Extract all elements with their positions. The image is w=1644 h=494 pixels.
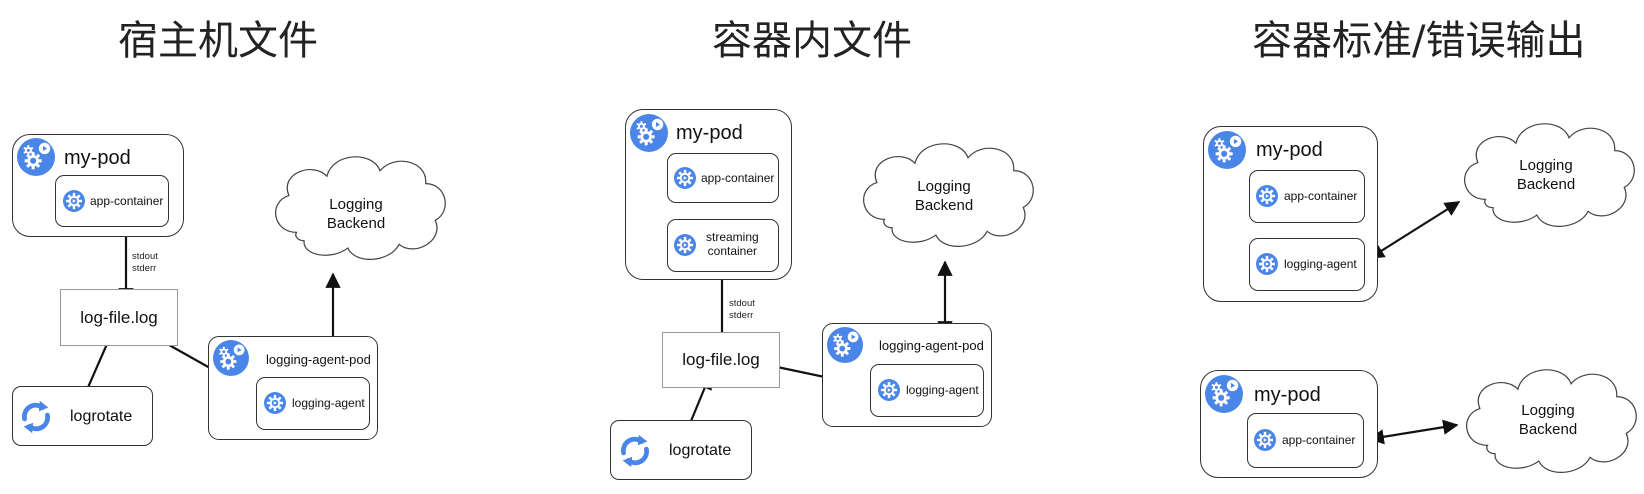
panel-title-container-file: 容器内文件 <box>712 18 912 64</box>
logging-backend-label: Logging Backend <box>1516 157 1576 193</box>
stdout-stderr-label: stdout stderr <box>132 251 158 274</box>
pod-label: my-pod <box>676 122 743 144</box>
logrotate-box <box>12 386 153 446</box>
refresh-icon <box>17 398 55 436</box>
pod-label: my-pod <box>1256 139 1323 161</box>
app-container-label: app-container <box>701 171 775 185</box>
pod-label: my-pod <box>64 147 131 169</box>
logging-backend-label: Logging Backend <box>914 178 974 214</box>
gear-icon <box>1256 253 1278 275</box>
gear-icon <box>63 190 85 212</box>
kubernetes-pod-icon <box>17 138 55 176</box>
app-container-label: app-container <box>1282 433 1356 447</box>
logging-agent-label: logging-agent <box>906 383 979 397</box>
logging-backend-label: Logging Backend <box>1518 402 1578 438</box>
log-file-box: log-file.log <box>662 332 780 388</box>
kubernetes-pod-icon <box>1205 375 1243 413</box>
logrotate-label: logrotate <box>70 408 133 425</box>
panel-title-host-file: 宿主机文件 <box>118 18 318 64</box>
pod-label: my-pod <box>1254 384 1321 406</box>
gear-icon <box>1256 185 1278 207</box>
logging-agent-pod-label: logging-agent-pod <box>879 338 984 353</box>
logging-backend-label: Logging Backend <box>326 196 386 232</box>
gear-icon <box>674 234 696 256</box>
logging-agent-label: logging-agent <box>1284 257 1357 271</box>
streaming-container-label: streaming container <box>706 230 759 258</box>
logrotate-label: logrotate <box>669 442 732 459</box>
logging-agent-pod-label: logging-agent-pod <box>266 352 371 367</box>
app-container-label: app-container <box>90 194 164 208</box>
refresh-icon <box>616 432 654 470</box>
gear-icon <box>264 392 286 414</box>
kubernetes-pod-icon <box>827 327 863 363</box>
log-file-box: log-file.log <box>60 289 178 346</box>
kubernetes-pod-icon <box>213 340 249 376</box>
gear-icon <box>674 167 696 189</box>
kubernetes-pod-icon <box>630 114 668 152</box>
gear-icon <box>1254 429 1276 451</box>
gear-icon <box>878 379 900 401</box>
kubernetes-pod-icon <box>1208 131 1246 169</box>
panel-title-stdout-stderr: 容器标准/错误输出 <box>1252 18 1586 64</box>
stdout-stderr-label: stdout stderr <box>729 298 755 321</box>
logrotate-box <box>610 420 752 480</box>
arrow-agent-to-backend-3 <box>1368 201 1461 259</box>
app-container-label: app-container <box>1284 189 1358 203</box>
logging-agent-label: logging-agent <box>292 396 365 410</box>
arrow-app-to-backend-3b <box>1368 419 1459 445</box>
